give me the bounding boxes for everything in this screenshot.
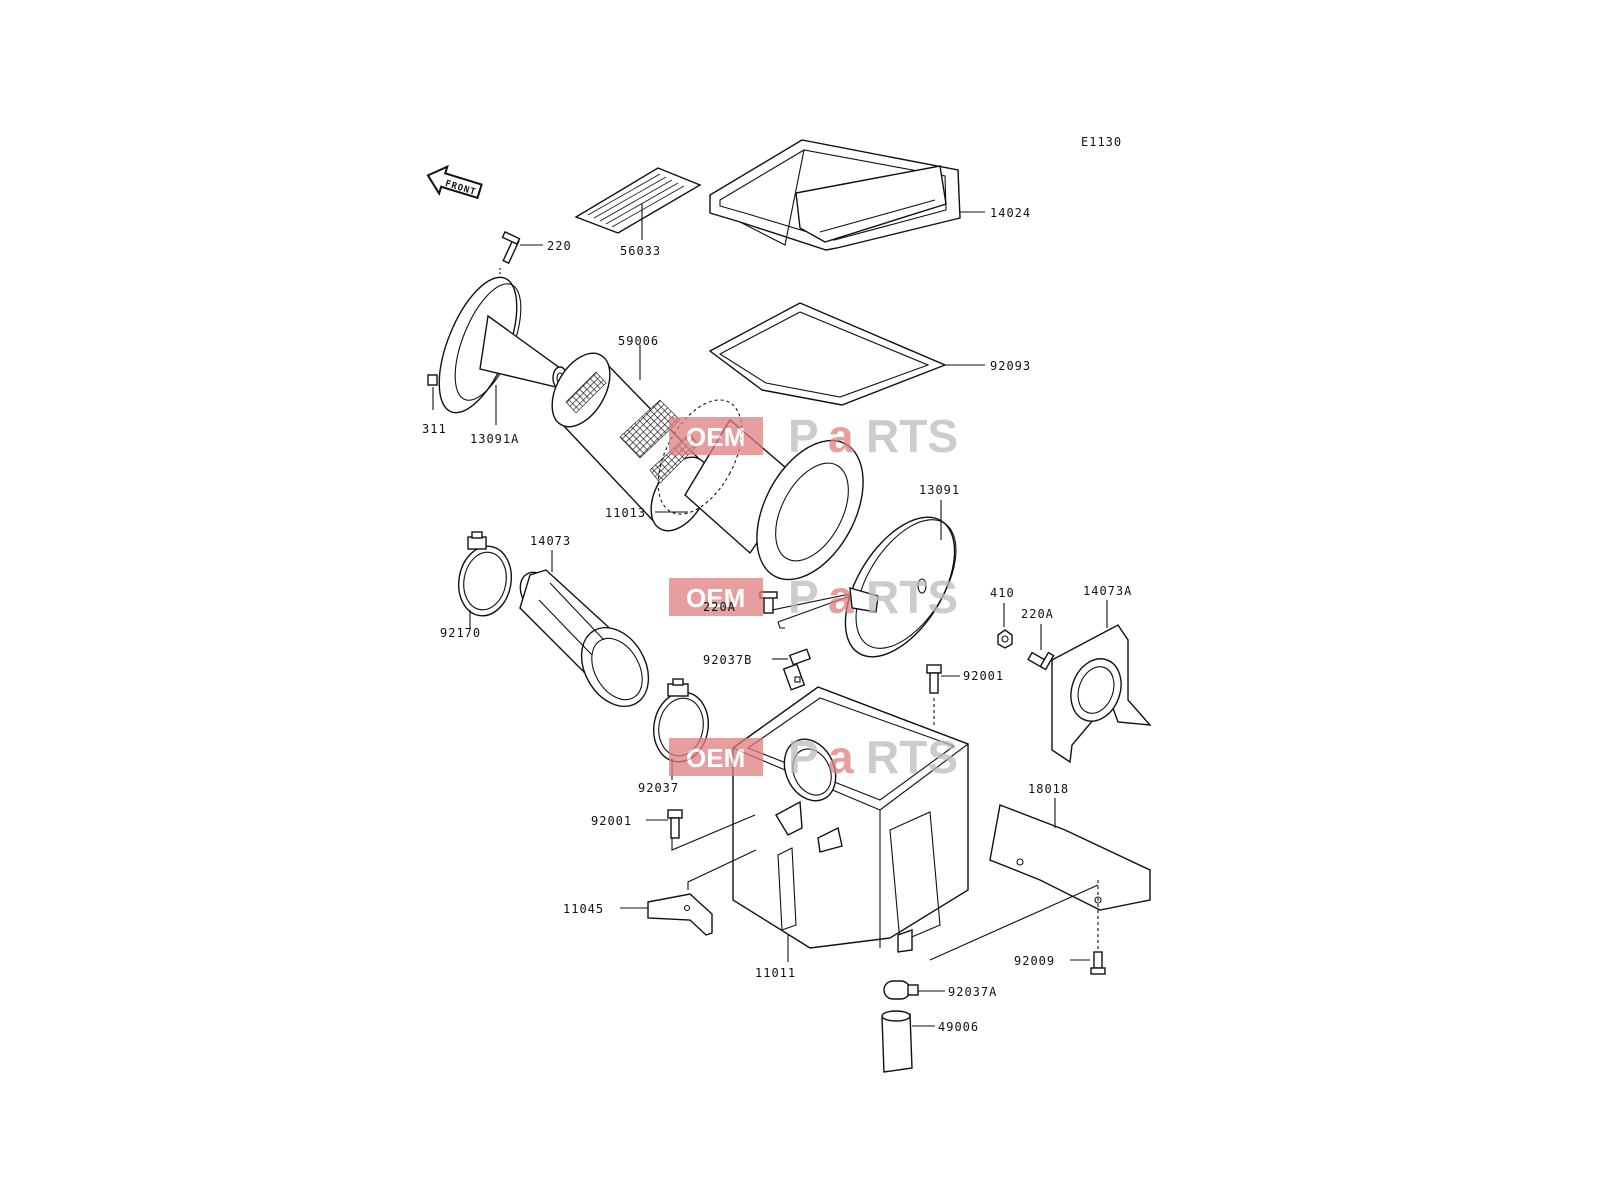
part-label-92009[interactable]: 92009 bbox=[1014, 954, 1055, 968]
part-label-92037A[interactable]: 92037A bbox=[948, 985, 997, 999]
watermark-3: OEM P a RTS bbox=[669, 731, 958, 783]
airbox-lid-14024 bbox=[709, 139, 985, 251]
clamp-92037B bbox=[772, 648, 812, 691]
part-label-56033[interactable]: 56033 bbox=[620, 244, 661, 258]
duct-cover-14073A bbox=[1051, 600, 1152, 764]
bracket-11045 bbox=[620, 849, 757, 936]
svg-text:P: P bbox=[788, 571, 819, 623]
svg-text:OEM: OEM bbox=[686, 422, 745, 452]
svg-text:a: a bbox=[828, 571, 854, 623]
svg-text:P: P bbox=[788, 731, 819, 783]
part-label-59006[interactable]: 59006 bbox=[618, 334, 659, 348]
duct-14073 bbox=[519, 550, 650, 708]
part-label-14073A[interactable]: 14073A bbox=[1083, 584, 1132, 598]
part-label-220[interactable]: 220 bbox=[547, 239, 572, 253]
svg-text:RTS: RTS bbox=[866, 571, 958, 623]
part-label-11045[interactable]: 11045 bbox=[563, 902, 604, 916]
clamp-92170 bbox=[457, 531, 513, 630]
part-label-11013[interactable]: 11013 bbox=[605, 506, 646, 520]
watermark-1: OEM P a RTS bbox=[669, 410, 958, 462]
gasket-92093 bbox=[708, 302, 985, 406]
part-label-13091A[interactable]: 13091A bbox=[470, 432, 519, 446]
part-label-92001-lower[interactable]: 92001 bbox=[591, 814, 632, 828]
part-label-220A-right[interactable]: 220A bbox=[1021, 607, 1054, 621]
screw-220 bbox=[499, 230, 543, 275]
clamp-92037A bbox=[883, 980, 945, 1000]
svg-text:RTS: RTS bbox=[866, 410, 958, 462]
cap-13091A bbox=[438, 276, 568, 425]
svg-text:OEM: OEM bbox=[686, 583, 745, 613]
nut-410 bbox=[997, 603, 1013, 649]
nut-311 bbox=[427, 374, 438, 410]
part-label-92037B[interactable]: 92037B bbox=[703, 653, 752, 667]
part-label-311[interactable]: 311 bbox=[422, 422, 447, 436]
bolt-92001-lower bbox=[646, 809, 756, 851]
svg-text:a: a bbox=[828, 410, 854, 462]
air-cleaner-case-11011 bbox=[731, 686, 970, 962]
part-label-13091[interactable]: 13091 bbox=[919, 483, 960, 497]
svg-text:RTS: RTS bbox=[866, 731, 958, 783]
drain-cap-49006 bbox=[881, 1010, 935, 1073]
part-label-410[interactable]: 410 bbox=[990, 586, 1015, 600]
part-label-92037[interactable]: 92037 bbox=[638, 781, 679, 795]
svg-text:P: P bbox=[788, 410, 819, 462]
part-label-92001-upper[interactable]: 92001 bbox=[963, 669, 1004, 683]
part-label-220A-center[interactable]: 220A bbox=[703, 600, 736, 614]
part-label-92170[interactable]: 92170 bbox=[440, 626, 481, 640]
part-label-49006[interactable]: 49006 bbox=[938, 1020, 979, 1034]
bracket-18018 bbox=[929, 798, 1151, 961]
part-label-92093[interactable]: 92093 bbox=[990, 359, 1031, 373]
bolt-92001-upper bbox=[926, 664, 960, 728]
part-label-14024[interactable]: 14024 bbox=[990, 206, 1031, 220]
svg-text:a: a bbox=[828, 731, 854, 783]
label-plate-56033 bbox=[574, 167, 702, 240]
screw-220A-right bbox=[1027, 624, 1055, 671]
part-label-18018[interactable]: 18018 bbox=[1028, 782, 1069, 796]
watermark-2: OEM P a RTS bbox=[669, 571, 958, 623]
front-arrow-icon: FRONT bbox=[426, 164, 483, 200]
screw-92009 bbox=[1070, 880, 1106, 975]
part-label-11011[interactable]: 11011 bbox=[755, 966, 796, 980]
diagram-code: E1130 bbox=[1081, 135, 1122, 149]
part-label-14073[interactable]: 14073 bbox=[530, 534, 571, 548]
plate-13091 bbox=[844, 500, 957, 658]
svg-text:OEM: OEM bbox=[686, 743, 745, 773]
